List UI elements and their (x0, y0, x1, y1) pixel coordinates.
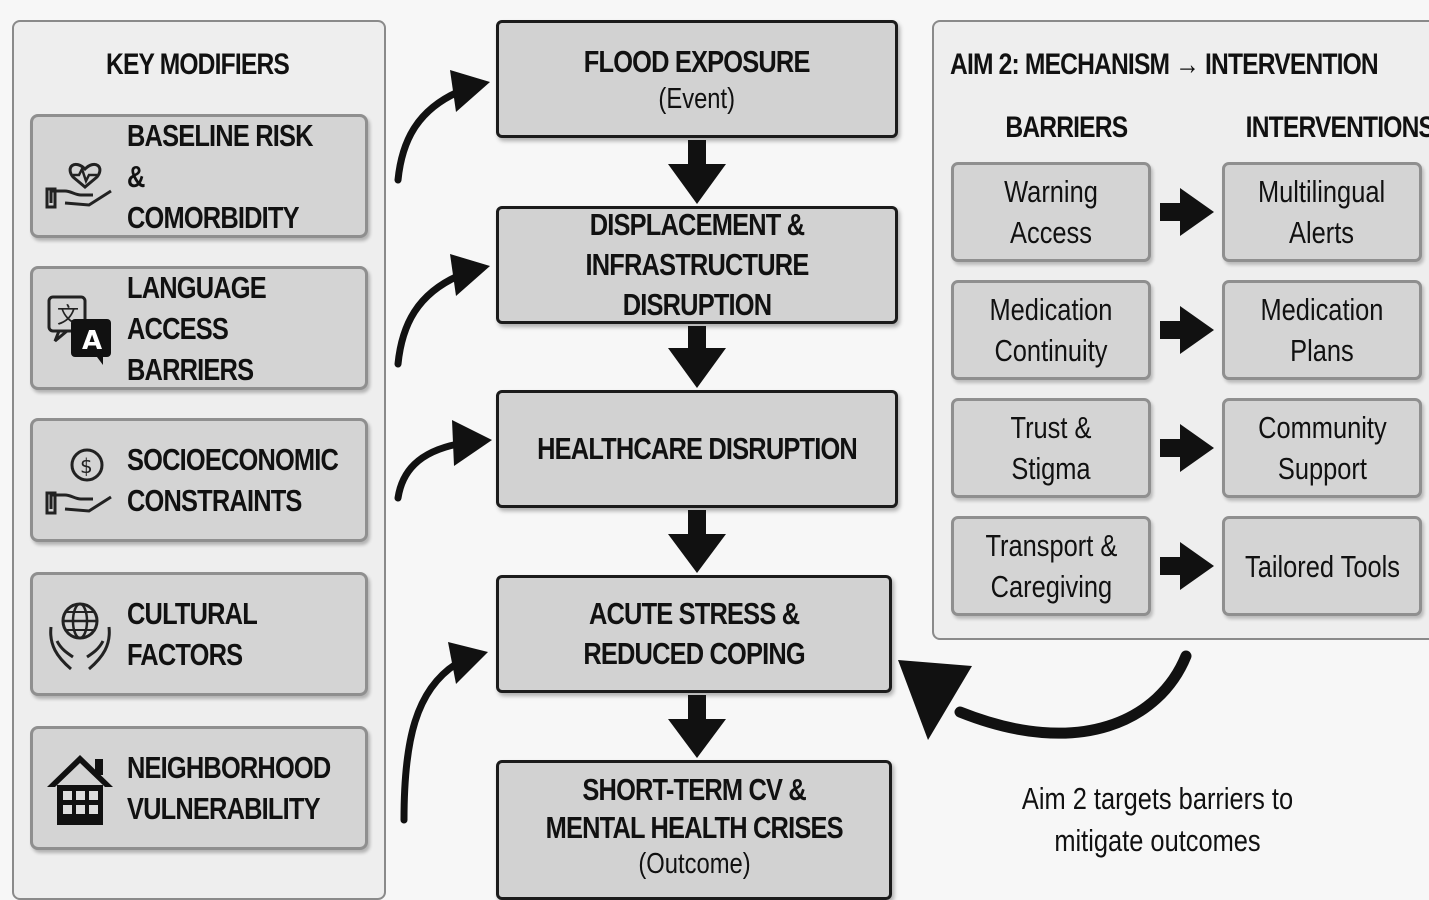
flow-box-outcome: SHORT-TERM CV & MENTAL HEALTH CRISES (Ou… (496, 760, 892, 900)
house-icon (47, 755, 113, 825)
intervention-label: Multilingual Alerts (1258, 174, 1386, 250)
down-arrow-icon (668, 326, 726, 388)
svg-text:$: $ (80, 454, 93, 478)
money-hand-icon: $ (45, 448, 112, 515)
modifier-neighborhood: NEIGHBORHOOD VULNERABILITY (30, 726, 368, 850)
modifier-socioeconomic: $ SOCIOECONOMIC CONSTRAINTS (30, 418, 368, 542)
translate-icon: 文 A (47, 295, 111, 365)
modifier-label: LANGUAGE ACCESS BARRIERS (127, 269, 267, 387)
interventions-header: INTERVENTIONS (1245, 111, 1429, 144)
modifier-cultural: CULTURAL FACTORS (30, 572, 368, 696)
flow-title: DISPLACEMENT & INFRASTRUCTURE DISRUPTION (585, 207, 810, 322)
intervention-label: Tailored Tools (1244, 548, 1400, 584)
barrier-label: Medication Continuity (989, 292, 1113, 368)
flow-subtitle: (Outcome) (637, 848, 751, 880)
flow-box-acute-stress: ACUTE STRESS & REDUCED COPING (496, 575, 892, 693)
barrier-box: Medication Continuity (951, 280, 1151, 380)
curved-arrow-icon (394, 440, 462, 502)
globe-hands-icon (49, 602, 111, 671)
down-arrow-icon (668, 140, 726, 204)
flow-box-flood-exposure: FLOOD EXPOSURE (Event) (496, 20, 898, 138)
flow-title: SHORT-TERM CV & MENTAL HEALTH CRISES (545, 772, 843, 845)
intervention-box: Multilingual Alerts (1222, 162, 1422, 262)
heart-hand-icon (45, 163, 112, 209)
barrier-label: Transport & Caregiving (985, 528, 1117, 604)
key-modifiers-title: KEY MODIFIERS (106, 48, 290, 81)
modifier-language-access: 文 A LANGUAGE ACCESS BARRIERS (30, 266, 368, 390)
modifier-label: BASELINE RISK & COMORBIDITY (127, 117, 313, 235)
modifier-baseline-risk: BASELINE RISK & COMORBIDITY (30, 114, 368, 238)
flow-title: FLOOD EXPOSURE (584, 44, 811, 79)
feedback-arrow-icon (898, 650, 1192, 740)
curved-arrow-icon (394, 272, 462, 368)
modifier-label: SOCIOECONOMIC CONSTRAINTS (127, 442, 339, 518)
aim2-note: Aim 2 targets barriers to mitigate outco… (1021, 781, 1294, 858)
barrier-box: Trust & Stigma (951, 398, 1151, 498)
intervention-label: Medication Plans (1260, 292, 1384, 368)
barriers-header: BARRIERS (1005, 111, 1128, 144)
curved-arrow-icon (400, 660, 460, 824)
curved-arrow-icon (394, 88, 462, 184)
down-arrow-icon (668, 510, 726, 573)
flow-subtitle: (Event) (658, 83, 736, 115)
flow-title: HEALTHCARE DISRUPTION (537, 431, 858, 466)
flow-box-displacement: DISPLACEMENT & INFRASTRUCTURE DISRUPTION (496, 206, 898, 324)
flow-box-healthcare-disruption: HEALTHCARE DISRUPTION (496, 390, 898, 508)
down-arrow-icon (668, 695, 726, 758)
flow-title: ACUTE STRESS & REDUCED COPING (583, 596, 805, 671)
barrier-box: Transport & Caregiving (951, 516, 1151, 616)
modifier-label: CULTURAL FACTORS (127, 596, 258, 672)
intervention-label: Community Support (1257, 410, 1387, 486)
barrier-label: Trust & Stigma (1010, 410, 1092, 486)
intervention-box: Medication Plans (1222, 280, 1422, 380)
intervention-box: Tailored Tools (1222, 516, 1422, 616)
svg-text:A: A (82, 326, 102, 356)
aim2-title: AIM 2: MECHANISM → INTERVENTION (950, 48, 1379, 81)
modifier-label: NEIGHBORHOOD VULNERABILITY (127, 750, 331, 826)
barrier-box: Warning Access (951, 162, 1151, 262)
intervention-box: Community Support (1222, 398, 1422, 498)
barrier-label: Warning Access (1004, 174, 1098, 250)
